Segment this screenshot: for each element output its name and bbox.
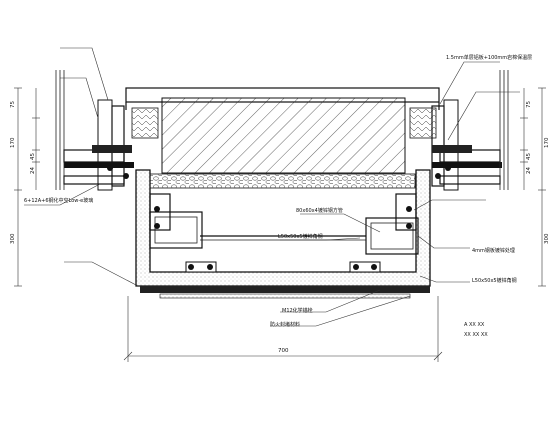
note-line-2: XX XX XX bbox=[464, 332, 488, 338]
dim-left-24: 24 bbox=[30, 167, 36, 174]
dim-right-75: 75 bbox=[526, 101, 532, 108]
left-frame bbox=[55, 70, 134, 191]
dim-right-170: 170 bbox=[544, 137, 550, 148]
dim-left bbox=[14, 87, 40, 287]
gravel-band bbox=[149, 173, 416, 189]
label-angle-side: L50x50x5镀锌角钢 bbox=[472, 277, 517, 284]
label-seal-top: 1.5mm单层铝板+100mm岩棉保温层 bbox=[446, 54, 532, 61]
dim-left-45: 45 bbox=[30, 153, 36, 160]
central-panel bbox=[161, 97, 406, 174]
fire-stop bbox=[159, 293, 411, 299]
dim-right-45: 45 bbox=[526, 153, 532, 160]
concrete-beam bbox=[135, 169, 431, 293]
dim-left-170: 170 bbox=[10, 137, 16, 148]
dim-bottom bbox=[123, 296, 443, 362]
dim-bottom-700: 700 bbox=[278, 348, 289, 354]
dim-right-24: 24 bbox=[526, 167, 532, 174]
label-angle-main: L50x50x5镀锌角钢 bbox=[278, 233, 323, 240]
dim-left-300: 300 bbox=[10, 233, 16, 244]
label-glass: 6+12A+6钢化中空Low-e玻璃 bbox=[24, 197, 93, 204]
insulation-left bbox=[131, 107, 159, 139]
leaders bbox=[24, 47, 520, 327]
label-bottom-note: 防火封堵材料 bbox=[270, 321, 300, 328]
note-line-1: A XX XX bbox=[464, 322, 485, 328]
label-plate-4: 4mm钢板镀锌处理 bbox=[472, 247, 515, 254]
dim-right bbox=[520, 87, 546, 287]
dim-left-75: 75 bbox=[10, 101, 16, 108]
brackets bbox=[149, 193, 417, 273]
right-frame bbox=[431, 70, 509, 191]
dim-right-300: 300 bbox=[544, 233, 550, 244]
label-steel-tube: 80x60x4镀锌钢方管 bbox=[296, 207, 343, 214]
label-anchor: M12化学锚栓 bbox=[282, 307, 313, 314]
